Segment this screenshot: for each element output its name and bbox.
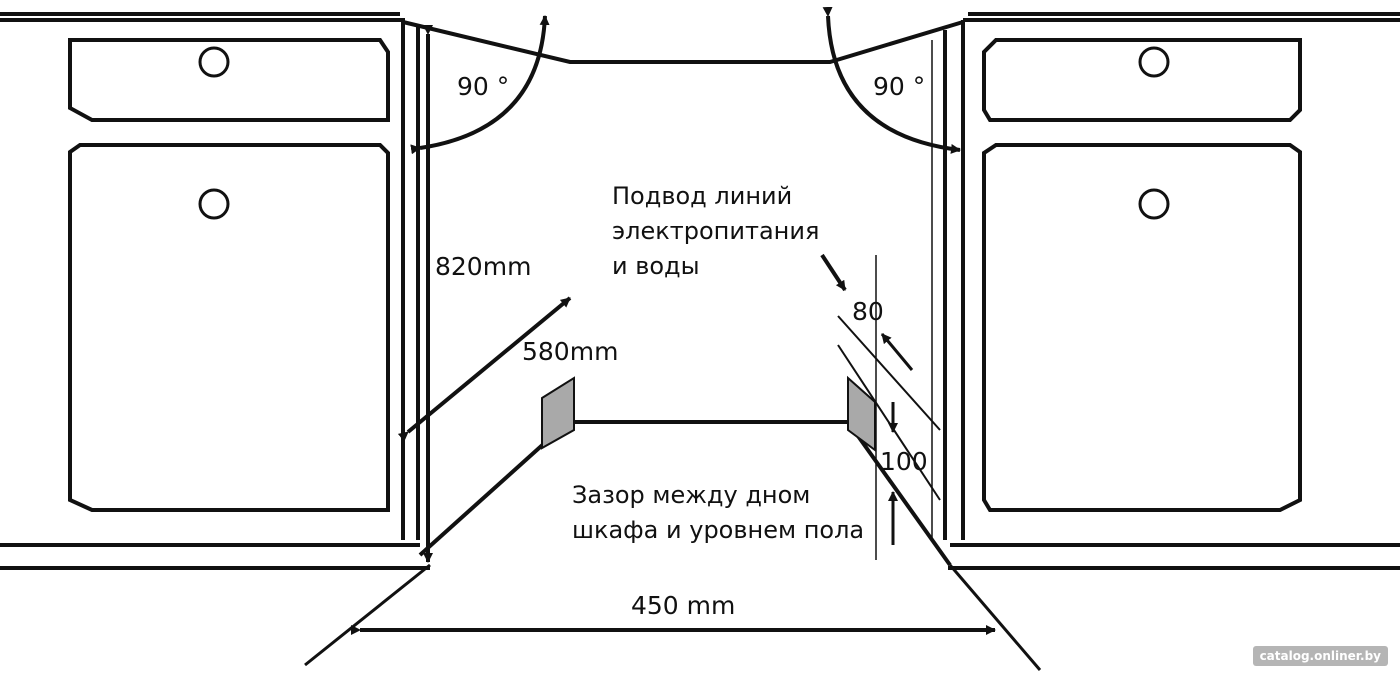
watermark-badge: catalog.onliner.by — [1252, 646, 1388, 666]
left-angle-arc — [410, 15, 550, 155]
offset-80-arrow — [880, 333, 914, 371]
supply-label-line2: электропитания — [612, 217, 819, 245]
depth-dimension-line — [397, 296, 572, 442]
height-label: 820mm — [435, 252, 531, 281]
left-door-handle-icon — [198, 188, 230, 220]
right-angle-arc — [822, 6, 961, 154]
left-drawer — [68, 38, 390, 122]
right-mount-panel — [847, 375, 876, 452]
offset-100-label: 100 — [880, 447, 928, 476]
left-cabinet — [0, 12, 430, 570]
left-door — [68, 143, 390, 512]
left-drawer-handle-icon — [198, 46, 230, 78]
right-cabinet — [931, 12, 1400, 570]
gap-label-line1: Зазор между дном — [572, 481, 810, 509]
supply-label-line3: и воды — [612, 252, 700, 280]
width-label: 450 mm — [631, 591, 735, 620]
depth-label: 580mm — [522, 337, 618, 366]
gap-label-line2: шкафа и уровнем пола — [572, 516, 864, 544]
right-door — [982, 143, 1302, 512]
right-drawer-handle-icon — [1138, 46, 1170, 78]
supply-pointer-arrow — [820, 253, 847, 292]
right-door-handle-icon — [1138, 188, 1170, 220]
offset-80-label: 80 — [852, 297, 884, 326]
right-drawer — [982, 38, 1302, 122]
left-mount-panel — [541, 376, 575, 450]
angle-left-label: 90 ° — [457, 72, 509, 101]
angle-right-label: 90 ° — [873, 72, 925, 101]
supply-label-line1: Подвод линий — [612, 182, 792, 210]
